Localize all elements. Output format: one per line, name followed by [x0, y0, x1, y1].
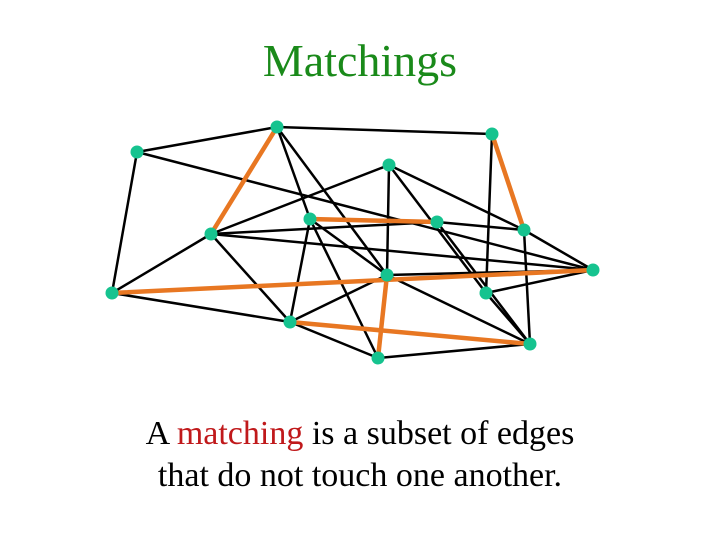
edge-n8-n10 [435, 220, 526, 232]
edge-n5-n12 [209, 232, 595, 272]
edge-n9-n13 [288, 320, 380, 360]
edge-n12-n14 [484, 268, 595, 295]
edge-layer [109, 124, 596, 361]
node-n15 [523, 337, 537, 351]
edge-n6-n10 [387, 163, 526, 232]
matched-edge-n4-n12 [109, 267, 596, 296]
edge-n7-n11 [308, 217, 389, 277]
edge-n13-n15 [376, 342, 532, 360]
edge-n10-n12 [522, 228, 595, 272]
edge-n2-n7 [275, 125, 312, 221]
edge-n1-n4 [110, 150, 139, 295]
slide-caption: A matching is a subset of edges that do … [0, 413, 720, 497]
matched-edge-n2-n5 [208, 124, 280, 237]
node-n11 [380, 268, 394, 282]
edge-n5-n6 [209, 163, 391, 236]
edge-n7-n13 [308, 217, 380, 360]
node-n10 [517, 223, 531, 237]
node-n13 [371, 351, 385, 365]
edge-n14-n15 [484, 291, 532, 346]
node-n8 [430, 215, 444, 229]
matched-edge-n3-n10 [489, 131, 527, 233]
node-n12 [586, 263, 600, 277]
caption-line-2: that do not touch one another. [157, 457, 563, 494]
caption-suffix: is a subset of edges [303, 415, 575, 452]
matched-edge-n7-n8 [307, 216, 440, 225]
edge-n11-n15 [385, 273, 532, 346]
edge-n4-n5 [110, 232, 213, 295]
edge-n1-n2 [135, 125, 279, 154]
node-n3 [485, 127, 499, 141]
edge-n4-n9 [110, 291, 292, 324]
edge-n1-n12 [135, 150, 595, 272]
edge-n5-n9 [209, 232, 292, 324]
edge-n8-n15 [435, 220, 532, 346]
slide-title: Matchings [262, 35, 458, 86]
node-n9 [283, 315, 297, 329]
node-n2 [270, 120, 284, 134]
node-n4 [105, 286, 119, 300]
node-n7 [303, 212, 317, 226]
caption-prefix: A [145, 415, 177, 452]
caption-highlight-matching: matching [176, 415, 304, 452]
node-n14 [479, 286, 493, 300]
edge-n6-n14 [387, 163, 488, 295]
edge-n7-n9 [288, 217, 312, 324]
matched-edge-n9-n15 [287, 319, 533, 347]
node-n5 [204, 227, 218, 241]
node-layer [105, 120, 600, 365]
node-n1 [130, 145, 144, 159]
node-n6 [382, 158, 396, 172]
matched-edge-n11-n13 [375, 272, 390, 361]
caption-line-1: A matching is a subset of edges [0, 413, 720, 455]
edge-n2-n11 [275, 125, 389, 277]
edge-n2-n3 [275, 125, 494, 136]
edge-n10-n15 [522, 228, 532, 346]
